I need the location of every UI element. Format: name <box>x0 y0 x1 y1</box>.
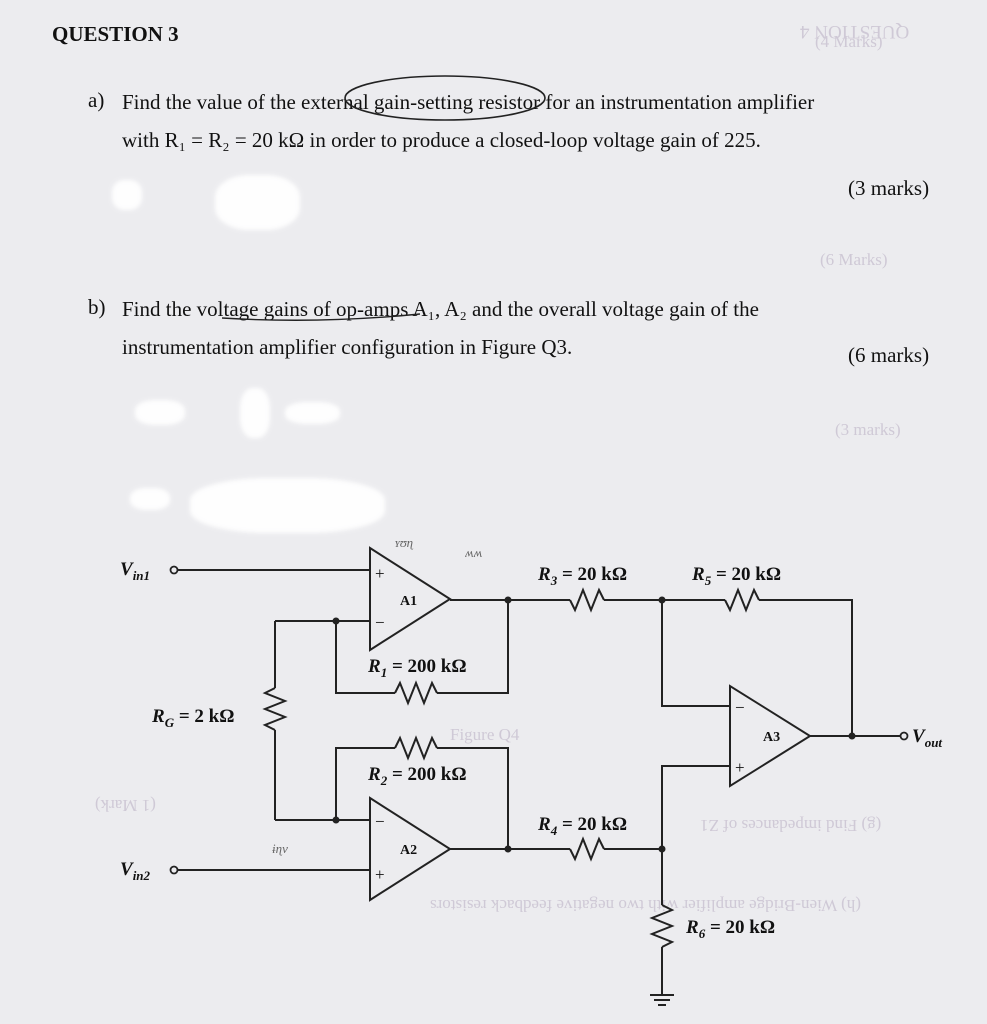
resistor-r3 <box>569 587 605 613</box>
part-a-marks: (3 marks) <box>848 176 930 200</box>
wire <box>661 765 730 849</box>
handwritten-note: ʍʍ <box>465 545 483 560</box>
opamp-a2-label: A2 <box>400 843 417 858</box>
vin2-terminal <box>169 865 179 875</box>
part-b-line-1: Find the voltage gains of op-amps A₁, A₂… <box>122 297 759 321</box>
junction-dot <box>658 845 666 853</box>
rg-label: RG = 2 kΩ <box>151 706 234 730</box>
correction-smudge <box>112 180 142 210</box>
part-b-marks: (6 marks) <box>848 343 930 367</box>
r3-label: R3 = 20 kΩ <box>537 564 627 588</box>
a2-inverting-sign: − <box>375 812 385 831</box>
bleed-through-text: (6 Marks) <box>820 250 888 269</box>
correction-smudge <box>240 388 270 438</box>
a1-noninverting-sign: + <box>375 564 385 583</box>
part-a-line-1: Find the value of the external gain-sett… <box>122 90 815 114</box>
handwritten-note: ɨɳv <box>272 841 288 856</box>
r5-label: R5 = 20 kΩ <box>691 564 781 588</box>
vout-terminal <box>899 731 909 741</box>
opamp-a3 <box>729 684 812 788</box>
a2-noninverting-sign: + <box>375 865 385 884</box>
junction-dot <box>848 732 856 740</box>
part-b-text: Find the voltage gains of op-amps A₁, A₂… <box>122 290 942 366</box>
bleed-through-text: (3 marks) <box>835 420 901 439</box>
vin1-terminal <box>169 565 179 575</box>
bleed-through-text: Figure Q4 <box>450 725 520 744</box>
a3-noninverting-sign: + <box>735 758 745 777</box>
correction-smudge <box>215 175 300 230</box>
opamp-a3-label: A3 <box>763 730 780 745</box>
opamp-a1-label: A1 <box>400 594 417 609</box>
resistor-r2 <box>394 735 438 761</box>
part-b-label: b) <box>88 295 106 319</box>
part-b-line-2: instrumentation amplifier configuration … <box>122 335 573 359</box>
vin2-label: Vin2 <box>120 859 151 883</box>
correction-smudge <box>190 478 385 533</box>
question-title: QUESTION 3 <box>52 22 179 46</box>
junction-dot <box>658 596 666 604</box>
resistor-r5 <box>724 587 760 613</box>
wire <box>759 599 853 736</box>
junction-dot <box>332 816 340 824</box>
vin1-label: Vin1 <box>120 559 150 583</box>
resistor-r1 <box>394 680 438 706</box>
hand-drawn-oval <box>344 75 546 121</box>
junction-dot <box>504 596 512 604</box>
bleed-through-text: (4 Marks) <box>815 32 883 51</box>
part-a-line-2: with R₁ = R₂ = 20 kΩ in order to produce… <box>122 128 761 152</box>
wire <box>437 600 509 694</box>
opamp-a1 <box>369 546 452 652</box>
r2-label: R2 = 200 kΩ <box>367 764 467 788</box>
r6-label: R6 = 20 kΩ <box>685 917 775 941</box>
part-a-label: a) <box>88 88 105 112</box>
wire <box>335 747 395 820</box>
correction-smudge <box>130 488 170 510</box>
handwritten-note: ʏʊɳ <box>395 535 414 550</box>
wire <box>661 600 730 707</box>
resistor-rg <box>262 687 288 731</box>
part-a-text: Find the value of the external gain-sett… <box>122 83 942 159</box>
correction-smudge <box>285 402 340 424</box>
hand-drawn-underline <box>221 313 421 321</box>
a1-inverting-sign: − <box>375 613 385 632</box>
wire <box>437 747 509 849</box>
r1-label: R1 = 200 kΩ <box>367 656 467 680</box>
wire <box>335 621 395 694</box>
r4-label: R4 = 20 kΩ <box>537 814 627 838</box>
resistor-r6 <box>649 904 675 948</box>
junction-dot <box>504 845 512 853</box>
resistor-r4 <box>569 836 605 862</box>
a3-inverting-sign: − <box>735 698 745 717</box>
opamp-a2 <box>369 796 452 902</box>
vout-label: Vout <box>912 726 942 750</box>
junction-dot <box>332 617 340 625</box>
correction-smudge <box>135 400 185 425</box>
